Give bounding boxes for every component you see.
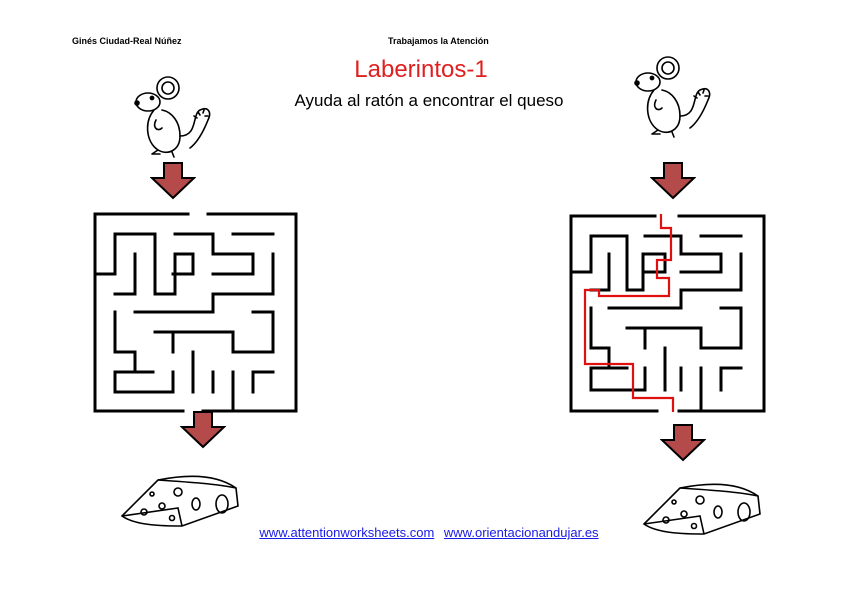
page-title: Laberintos-1	[354, 56, 488, 83]
cheese-icon	[642, 483, 761, 535]
worksheet-topic: Trabajamos la Atención	[388, 36, 489, 46]
mouse-icon	[634, 56, 711, 138]
cheese-icon	[120, 475, 239, 527]
mouse-icon	[134, 76, 211, 158]
solution-path	[583, 214, 675, 412]
author-name: Ginés Ciudad-Real Núñez	[72, 36, 182, 46]
maze-left	[93, 212, 298, 413]
footer-links: www.attentionworksheets.com www.orientac…	[0, 525, 842, 540]
instructions: Ayuda al ratón a encontrar el queso	[294, 91, 564, 110]
down-arrow-icon	[650, 162, 696, 200]
link-orientacionandujar[interactable]: www.orientacionandujar.es	[443, 525, 599, 540]
link-attentionworksheets[interactable]: www.attentionworksheets.com	[259, 525, 435, 540]
down-arrow-icon	[180, 411, 226, 449]
down-arrow-icon	[150, 162, 196, 200]
down-arrow-icon	[660, 424, 706, 462]
maze-right-solved	[569, 214, 766, 413]
